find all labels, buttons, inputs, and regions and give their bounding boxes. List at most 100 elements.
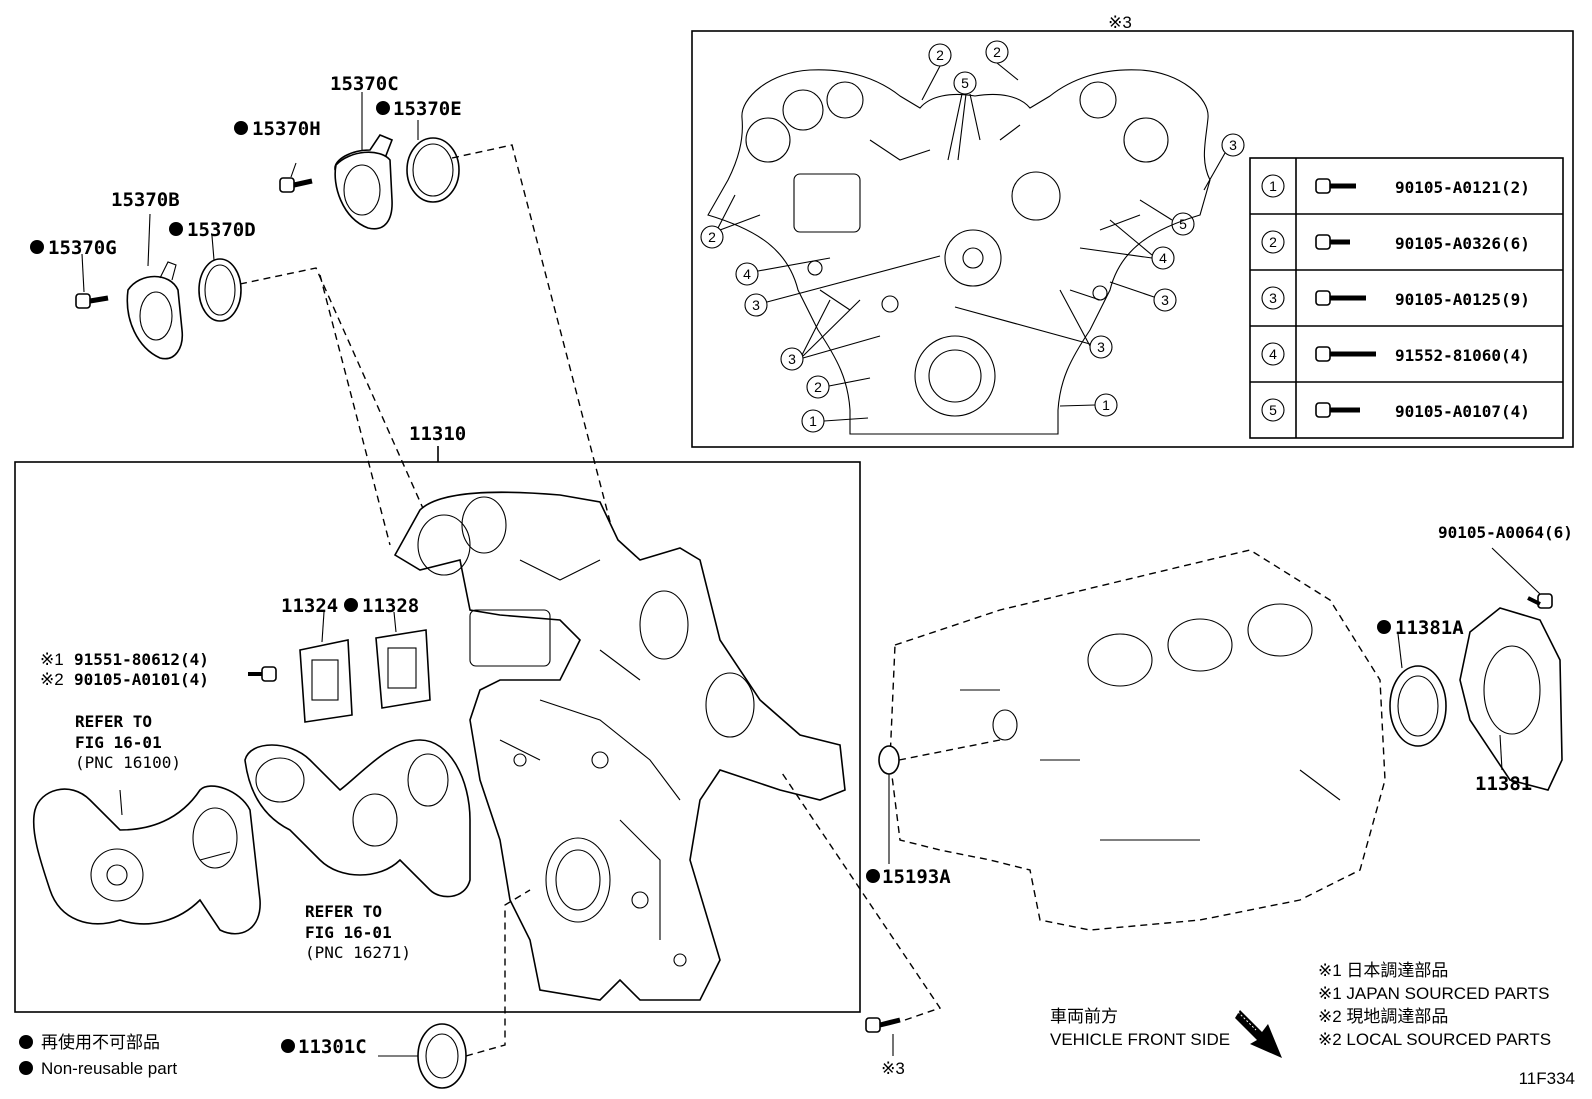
prefix-note2: ※2 — [40, 670, 64, 689]
bolt-91551 — [248, 666, 277, 682]
ref-water-pump-line3: (PNC 16100) — [75, 753, 181, 772]
svg-text:3: 3 — [1229, 137, 1237, 153]
water-pump-gasket-drawing — [244, 739, 471, 898]
svg-text:2: 2 — [993, 44, 1001, 60]
label-90105-A0101: 90105-A0101(4) — [74, 670, 209, 689]
label-15370G: 15370G — [48, 237, 117, 259]
label-15370B: 15370B — [111, 189, 180, 211]
label-15193A: 15193A — [882, 866, 951, 888]
svg-text:2: 2 — [708, 229, 716, 245]
bolt-table-num: 3 — [1269, 290, 1277, 306]
svg-text:3: 3 — [788, 351, 796, 367]
svg-text:3: 3 — [1161, 292, 1169, 308]
bolt-table-num-circle — [1261, 174, 1285, 198]
bolt-table-num-circle — [1261, 342, 1285, 366]
oil-seal-11381A — [1389, 633, 1447, 747]
svg-text:4: 4 — [743, 266, 751, 282]
label-90105-A0064: 90105-A0064(6) — [1438, 523, 1573, 542]
water-inlet-group-lower — [75, 213, 242, 360]
inset-frame — [691, 30, 1574, 448]
alignment-line — [465, 889, 531, 1057]
bolt-note3-label: ※3 — [881, 1059, 905, 1078]
timing-chain-cover-drawing — [393, 491, 846, 1001]
nonreusable-dot — [281, 1039, 295, 1053]
bolt-90105-A0064 — [1491, 547, 1553, 609]
svg-text:1: 1 — [1102, 397, 1110, 413]
nonreusable-dot — [344, 598, 358, 612]
bolt-table-part: 90105-A0125(9) — [1395, 290, 1530, 309]
bolt-icon — [1315, 234, 1350, 250]
nonreusable-dot — [1377, 620, 1391, 634]
alignment-line — [898, 739, 1001, 761]
label-11328: 11328 — [362, 595, 419, 617]
bolt-icon — [1315, 178, 1356, 194]
cylinder-block-drawing — [889, 549, 1386, 931]
note-local-sourced-jp: ※2 現地調達部品 — [1318, 1007, 1448, 1026]
bolt-table-part: 91552-81060(4) — [1395, 346, 1530, 365]
note-local-sourced-en: ※2 LOCAL SOURCED PARTS — [1318, 1030, 1551, 1049]
label-15370E: 15370E — [393, 98, 462, 120]
bolt-table-num-circle — [1261, 398, 1285, 422]
nonreusable-dot — [376, 101, 390, 115]
label-91551-80612: 91551-80612(4) — [74, 650, 209, 669]
inset-note-label: ※3 — [1108, 13, 1132, 32]
water-inlet-group-upper — [279, 92, 460, 230]
nonreusable-dot — [30, 240, 44, 254]
water-pump-drawing — [32, 785, 261, 935]
label-11301C: 11301C — [298, 1036, 367, 1058]
bolt-table: 1 90105-A0121(2) 2 90105-A0326(6) 3 9010… — [1249, 157, 1564, 439]
bolt-note3 — [865, 1017, 901, 1056]
legend-nonreusable-jp: 再使用不可部品 — [41, 1032, 160, 1052]
legend-dot — [19, 1061, 33, 1075]
bolt-icon — [1315, 402, 1360, 418]
alignment-line — [451, 144, 621, 561]
nonreusable-dot — [234, 121, 248, 135]
inset-timing-cover-drawing — [707, 69, 1211, 435]
gasket-11324 — [299, 611, 353, 723]
direction-en: VEHICLE FRONT SIDE — [1050, 1030, 1230, 1049]
alignment-line — [239, 267, 447, 561]
diagram-code: 11F334 — [1519, 1069, 1575, 1088]
inset-callouts: 2 2 5 3 2 5 4 4 3 3 3 3 2 1 1 — [700, 40, 1245, 433]
svg-text:3: 3 — [752, 297, 760, 313]
assy-frame-11310 — [14, 461, 861, 1013]
housing-15370B — [126, 275, 184, 360]
bolt-table-num-circle — [1261, 286, 1285, 310]
alignment-line — [319, 274, 391, 546]
bolt-table-num: 4 — [1269, 346, 1277, 362]
svg-text:2: 2 — [814, 379, 822, 395]
bolt-table-num: 2 — [1269, 234, 1277, 250]
legend-dot — [19, 1035, 33, 1049]
ref-gasket-line1: REFER TO — [305, 902, 382, 921]
bolt-table-part: 90105-A0107(4) — [1395, 402, 1530, 421]
bolt-table-num: 5 — [1269, 402, 1277, 418]
oil-seal-11301C — [378, 1023, 467, 1089]
ref-gasket-line3: (PNC 16271) — [305, 943, 411, 962]
svg-text:1: 1 — [809, 413, 817, 429]
label-11381A: 11381A — [1395, 617, 1464, 639]
svg-text:4: 4 — [1159, 250, 1167, 266]
label-15370D: 15370D — [187, 219, 256, 241]
alignment-line — [779, 769, 942, 1021]
bolt-icon — [1315, 290, 1366, 306]
bolt-table-num: 1 — [1269, 178, 1277, 194]
label-15370H: 15370H — [252, 118, 321, 140]
bolt-table-num-circle — [1261, 230, 1285, 254]
bolt-icon — [1315, 346, 1376, 362]
nonreusable-dot — [866, 869, 880, 883]
o-ring-15370E — [406, 137, 460, 203]
ref-water-pump-line2: FIG 16-01 — [75, 733, 162, 752]
vehicle-front-arrow-icon — [1235, 1010, 1282, 1058]
legend-nonreusable-en: Non-reusable part — [41, 1059, 177, 1078]
svg-text:3: 3 — [1097, 339, 1105, 355]
note-japan-sourced-jp: ※1 日本調達部品 — [1318, 961, 1448, 980]
prefix-note1: ※1 — [40, 650, 64, 669]
bolt-table-part: 90105-A0121(2) — [1395, 178, 1530, 197]
label-11324: 11324 — [281, 595, 338, 617]
svg-text:5: 5 — [961, 75, 969, 91]
label-15370C: 15370C — [330, 73, 399, 95]
oil-seal-retainer-11381 — [1459, 607, 1563, 791]
direction-jp: 車両前方 — [1050, 1007, 1118, 1026]
note-japan-sourced-en: ※1 JAPAN SOURCED PARTS — [1318, 984, 1550, 1003]
